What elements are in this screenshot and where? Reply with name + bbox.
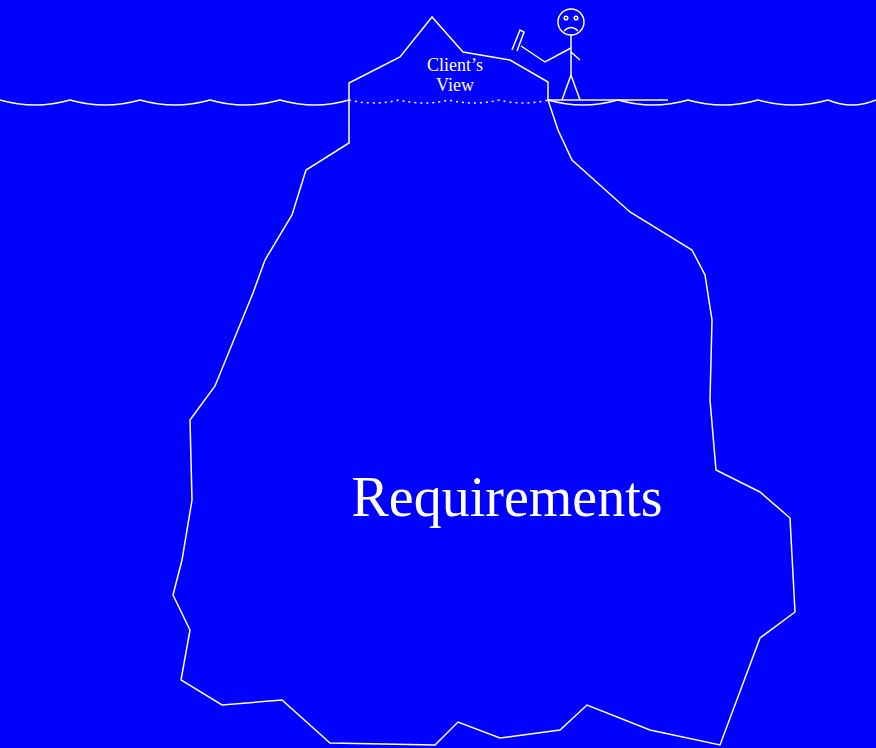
tip-region: Client’s View: [416, 54, 494, 98]
region-label: Requirements: [351, 467, 662, 529]
iceberg-outline-path: [173, 17, 795, 745]
waterline-dotted: [349, 100, 548, 103]
water-waves: [548, 100, 876, 105]
water-waves: [0, 100, 349, 105]
ice-ledge: [548, 99, 668, 101]
tip-label: Client’s View: [418, 56, 492, 96]
iceberg-region: Requirements Client’s View: [170, 15, 800, 748]
iceberg-outline: [170, 15, 800, 748]
